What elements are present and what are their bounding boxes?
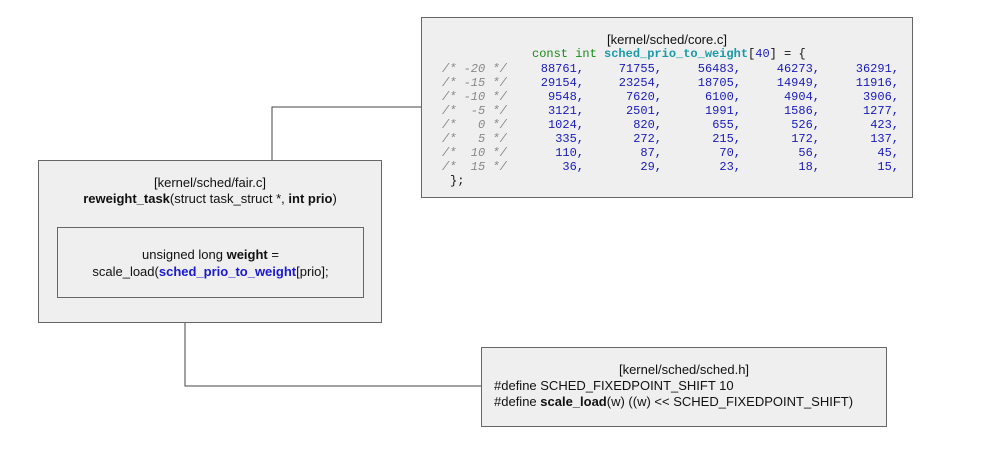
decl-keyword: const int <box>532 47 605 61</box>
define-fixedpoint-shift: #define SCHED_FIXEDPOINT_SHIFT 10 <box>494 378 734 393</box>
core-c-box: [kernel/sched/core.c] const int sched_pr… <box>421 17 913 198</box>
weight-value: 87, <box>640 146 662 160</box>
weight-value: 45, <box>877 146 899 160</box>
table-declaration: const int sched_prio_to_weight[40] = { <box>532 47 806 61</box>
nice-level-comment: /* 0 */ <box>442 118 507 132</box>
reweight-task-signature: reweight_task(struct task_struct *, int … <box>39 191 381 206</box>
nice-level-comment: /* -20 */ <box>442 62 507 76</box>
table-row: /* 0 */ 1024, 820, 655, 526, 423, <box>422 118 912 132</box>
weight-assignment-box: unsigned long weight = scale_load(sched_… <box>57 227 364 298</box>
define-keyword: #define <box>494 394 541 409</box>
table-row: /* 10 */ 110, 87, 70, 56, 45, <box>422 146 912 160</box>
weight-value: 526, <box>791 118 820 132</box>
weight-value: 110, <box>555 146 584 160</box>
nice-level-comment: /* -5 */ <box>442 104 507 118</box>
weight-value: 7620, <box>625 90 662 104</box>
table-row: /* -15 */ 29154, 23254, 18705, 14949, 11916, <box>422 76 912 90</box>
scale-load-body: (w) ((w) << SCHED_FIXEDPOINT_SHIFT) <box>606 394 854 409</box>
index-prio: [prio]; <box>296 264 329 279</box>
weight-value: 820, <box>633 118 662 132</box>
weight-var: weight <box>226 247 268 262</box>
table-reference: sched_prio_to_weight <box>158 264 297 279</box>
weight-value: 137, <box>870 132 899 146</box>
signature-args: (struct task_struct *, <box>169 191 289 206</box>
weight-value: 18, <box>798 160 820 174</box>
scale-load-call: scale_load( <box>92 264 159 279</box>
weight-value: 15, <box>877 160 899 174</box>
weight-type: unsigned long <box>142 247 227 262</box>
table-row: /* -10 */ 9548, 7620, 6100, 4904, 3906, <box>422 90 912 104</box>
weight-value: 9548, <box>547 90 584 104</box>
define-scale-load: #define scale_load(w) ((w) << SCHED_FIXE… <box>494 394 853 409</box>
nice-level-comment: /* 15 */ <box>442 160 507 174</box>
weight-value: 71755, <box>618 62 662 76</box>
weight-value: 23254, <box>618 76 662 90</box>
signature-prio-arg: int prio <box>288 191 333 206</box>
decl-array-name: sched_prio_to_weight <box>604 47 749 61</box>
weight-value: 2501, <box>625 104 662 118</box>
decl-tail: ] = { <box>769 47 806 61</box>
table-row: /* -5 */ 3121, 2501, 1991, 1586, 1277, <box>422 104 912 118</box>
nice-level-comment: /* -10 */ <box>442 90 507 104</box>
weight-value: 272, <box>633 132 662 146</box>
weight-value: 36, <box>562 160 584 174</box>
weight-value: 18705, <box>697 76 741 90</box>
weight-value: 29, <box>640 160 662 174</box>
weight-decl-line: unsigned long weight = <box>58 247 363 262</box>
table-row: /* 5 */ 335, 272, 215, 172, 137, <box>422 132 912 146</box>
connector-scale-load-to-define <box>184 293 481 387</box>
weight-value: 29154, <box>540 76 584 90</box>
decl-size: 40 <box>755 47 770 61</box>
weight-value: 88761, <box>540 62 584 76</box>
weight-value: 655, <box>712 118 741 132</box>
weight-value: 1277, <box>862 104 899 118</box>
weight-value: 70, <box>719 146 741 160</box>
weight-value: 1024, <box>547 118 584 132</box>
signature-close: ) <box>332 191 337 206</box>
sched-h-title: [kernel/sched/sched.h] <box>618 362 750 377</box>
decl-bracket-open: [ <box>748 47 756 61</box>
weight-value: 172, <box>791 132 820 146</box>
weight-value: 3906, <box>862 90 899 104</box>
weight-value: 11916, <box>855 76 899 90</box>
weight-value: 14949, <box>776 76 820 90</box>
core-c-title: [kernel/sched/core.c] <box>607 32 727 47</box>
sched-h-box: [kernel/sched/sched.h] #define SCHED_FIX… <box>481 347 887 427</box>
weight-value: 56483, <box>697 62 741 76</box>
weight-value: 3121, <box>547 104 584 118</box>
scale-load-macro: scale_load <box>540 394 607 409</box>
weight-assign: = <box>267 247 279 262</box>
nice-level-comment: /* 5 */ <box>442 132 507 146</box>
weight-value: 46273, <box>776 62 820 76</box>
weight-value: 36291, <box>855 62 899 76</box>
function-name: reweight_task <box>83 191 170 206</box>
table-close-brace: }; <box>450 174 465 188</box>
weight-value: 335, <box>555 132 584 146</box>
weight-value: 215, <box>712 132 741 146</box>
weight-value: 6100, <box>704 90 741 104</box>
nice-level-comment: /* -15 */ <box>442 76 507 90</box>
table-row: /* 15 */ 36, 29, 23, 18, 15, <box>422 160 912 174</box>
scale-load-line: scale_load(sched_prio_to_weight[prio]; <box>58 264 363 279</box>
weight-value: 56, <box>798 146 820 160</box>
weight-value: 23, <box>719 160 741 174</box>
weight-value: 1991, <box>704 104 741 118</box>
weight-value: 1586, <box>783 104 820 118</box>
nice-level-comment: /* 10 */ <box>442 146 507 160</box>
fair-c-title: [kernel/sched/fair.c] <box>154 175 266 190</box>
weight-value: 423, <box>870 118 899 132</box>
table-row: /* -20 */ 88761, 71755, 56483, 46273, 36291, <box>422 62 912 76</box>
weight-value: 4904, <box>783 90 820 104</box>
